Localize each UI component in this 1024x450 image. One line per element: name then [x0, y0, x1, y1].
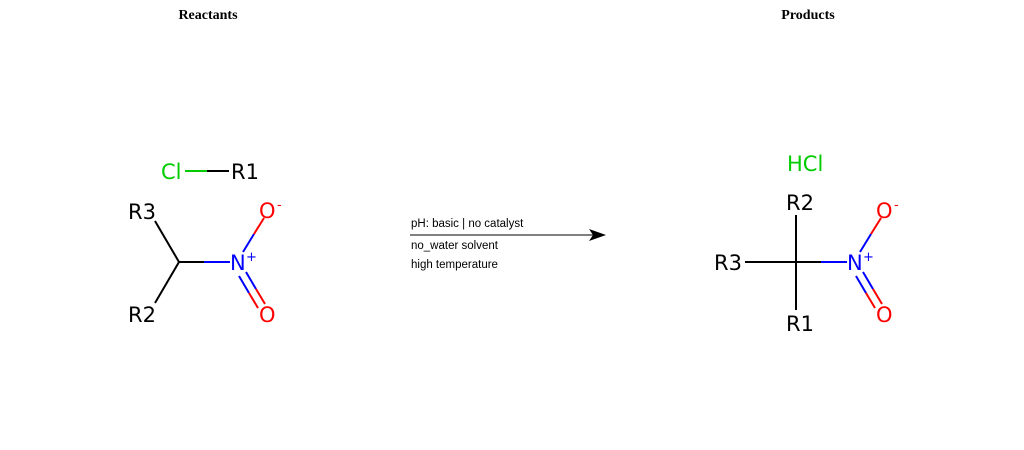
bond-n-o-bottom-red-2 [248, 292, 259, 309]
bond-n-o-bottom-product-red-2 [865, 292, 876, 309]
atom-o-bottom: O [259, 303, 276, 327]
atom-cl: Cl [161, 160, 182, 184]
reaction-arrow [410, 229, 606, 241]
bond-n-o-bottom-red-1 [255, 288, 266, 305]
bond-n-o-top-blue [242, 233, 255, 253]
atom-r2-product: R2 [786, 191, 814, 215]
bond-c-r2 [154, 261, 180, 304]
arrow-head [589, 229, 606, 241]
charge-n-plus: + [246, 250, 257, 265]
condition-ph-catalyst: pH: basic | no catalyst [411, 218, 524, 230]
products-heading: Products [781, 8, 835, 23]
reactants-heading: Reactants [178, 8, 238, 23]
product-nitroalkane: R2 R3 R1 N + O - O [714, 191, 899, 336]
bond-n-o-top-product-red [870, 217, 882, 235]
bond-n-o-bottom-product-blue-1 [862, 271, 874, 290]
charge-o-minus: - [277, 198, 282, 213]
atom-n-product: N [847, 251, 863, 275]
bond-n-o-bottom-blue-2 [238, 275, 250, 294]
bond-n-o-top-product-blue [859, 233, 872, 253]
atom-r2: R2 [128, 303, 156, 327]
condition-solvent: no_water solvent [411, 240, 498, 252]
bond-n-o-bottom-product-red-1 [872, 288, 883, 305]
product-hcl: HCl [787, 152, 823, 176]
bond-c-r3 [154, 220, 180, 263]
atom-o-bottom-product: O [876, 303, 893, 327]
bond-n-o-bottom-blue-1 [245, 271, 257, 290]
atom-r1-product: R1 [786, 312, 814, 336]
atom-o-top-product: O [876, 199, 893, 223]
atom-r3: R3 [128, 200, 156, 224]
atom-r1: R1 [231, 160, 259, 184]
charge-o-minus-product: - [894, 198, 899, 213]
reactant-nitroalkane: R3 R2 N + O - O [128, 198, 282, 327]
reactant-chloride: Cl R1 [161, 160, 259, 184]
bond-n-o-top-red [253, 217, 265, 235]
charge-n-plus-product: + [863, 250, 874, 265]
condition-temperature: high temperature [411, 259, 498, 271]
atom-n: N [230, 251, 246, 275]
bond-n-o-bottom-product-blue-2 [855, 275, 867, 294]
atom-r3-product: R3 [714, 251, 742, 275]
atom-o-top: O [259, 199, 276, 223]
